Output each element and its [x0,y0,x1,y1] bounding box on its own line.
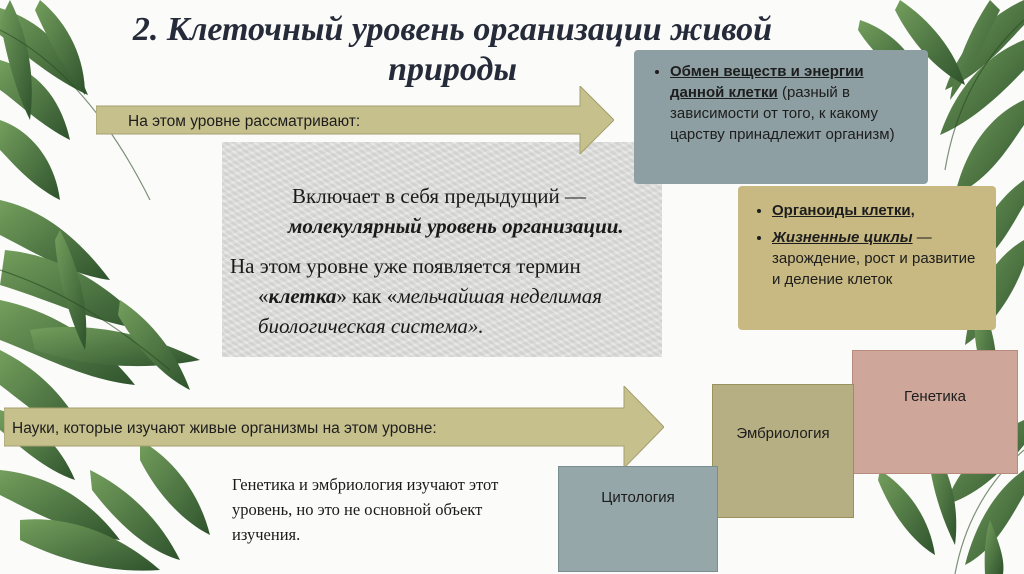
step-genetics: Генетика [852,350,1018,474]
main-text-line-4: «клетка» как «мельчайшая неделимая [258,284,602,308]
title-line-1: 2. Клеточный уровень организации живой [132,11,773,48]
info-box-metabolism: Обмен веществ и энергии данной клетки (р… [634,50,928,184]
bottom-arrow [4,386,664,468]
box2-bullet-1: Органоиды клетки, [772,200,986,221]
main-text-line-3: На этом уровне уже появляется термин [230,254,581,278]
info-box-organoids: Органоиды клетки, Жизненные циклы — заро… [738,186,996,330]
top-arrow [96,86,614,154]
box1-bullet: Обмен веществ и энергии данной клетки (р… [670,61,918,145]
box2-bullet-2: Жизненные циклы — зарождение, рост и раз… [772,227,986,290]
slide-title: 2. Клеточный уровень организации живой п… [60,10,845,90]
bottom-note: Генетика и эмбриология изучают этот уров… [232,475,499,544]
term-kletka: клетка [268,284,337,308]
main-text-line-1: Включает в себя предыдущий — [292,184,586,208]
main-text-line-2: молекулярный уровень организации. [288,214,624,238]
texture-panel [222,142,662,357]
title-line-2: природы [388,51,517,88]
bottom-arrow-label: Науки, которые изучают живые организмы н… [12,420,437,437]
step-cytology: Цитология [558,466,718,572]
top-arrow-label: На этом уровне рассматривают: [128,113,361,130]
main-text-line-5: биологическая система». [258,314,484,338]
step-embryology: Эмбриология [712,384,854,518]
